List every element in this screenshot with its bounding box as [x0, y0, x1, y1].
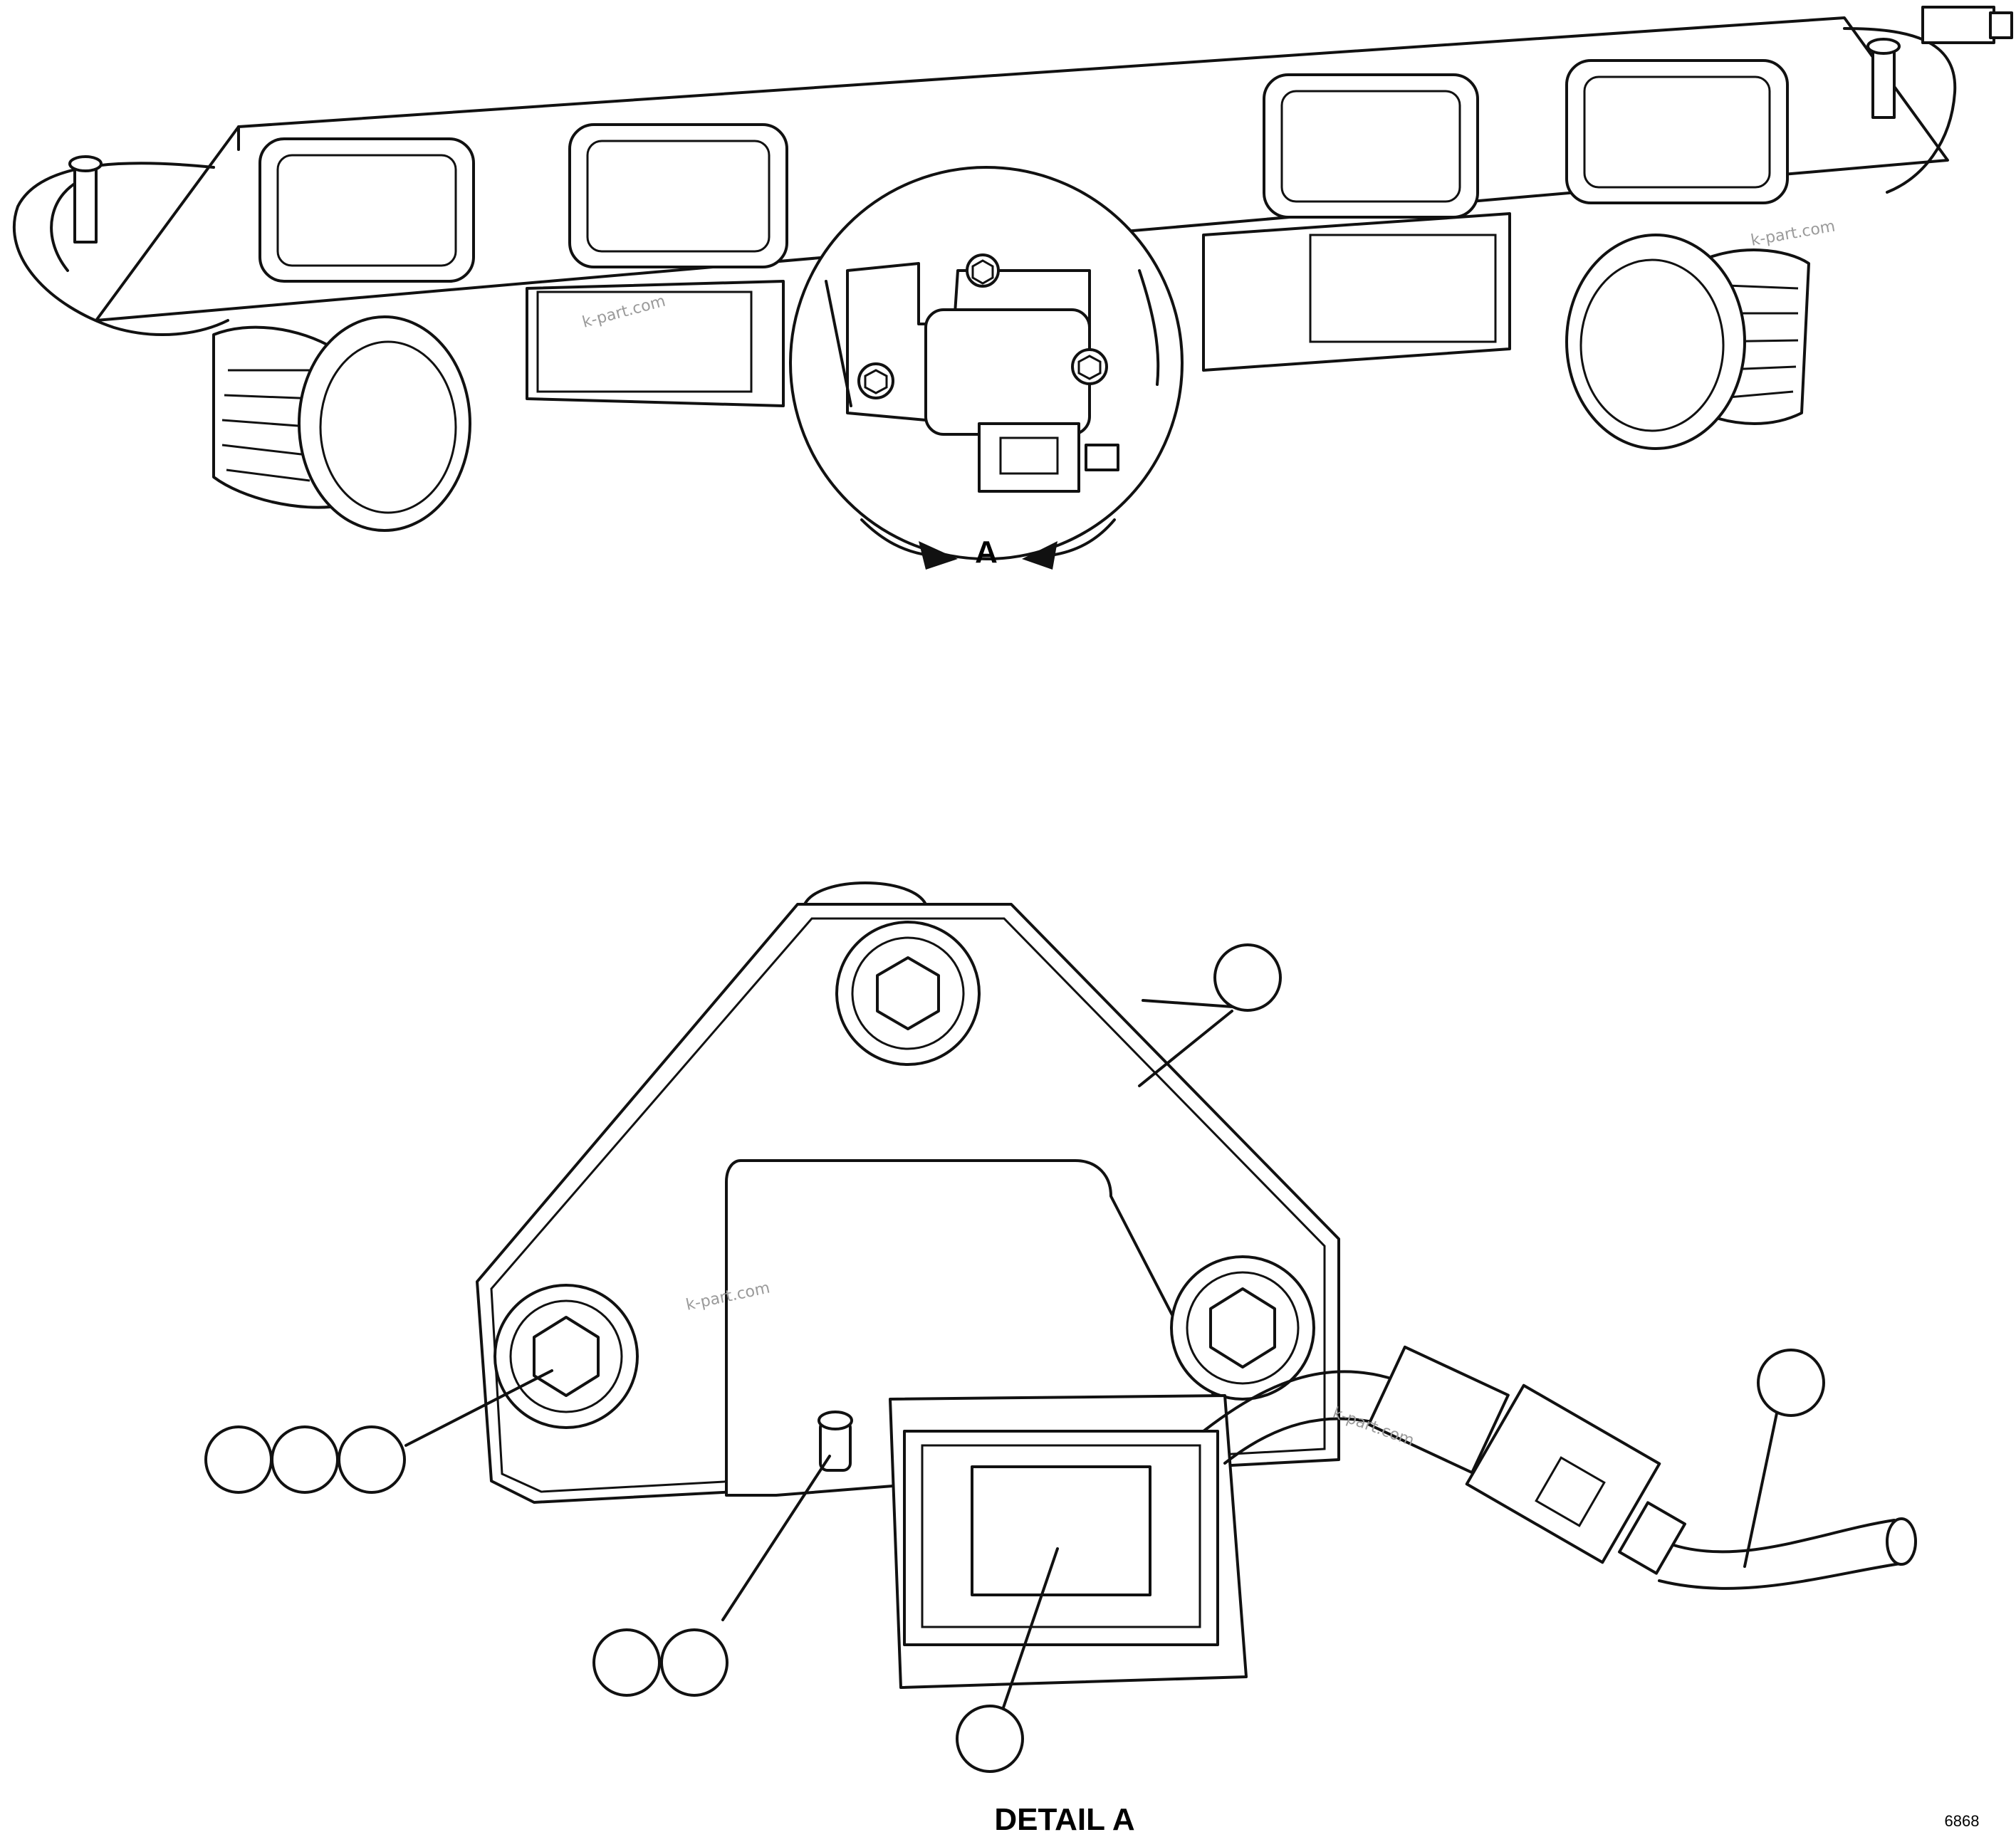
- callout-bubble: [592, 1628, 661, 1697]
- callout-bubble: [956, 1705, 1024, 1773]
- proximity-sensor: [889, 1394, 1248, 1689]
- drawing-number: 6868: [1945, 1812, 1980, 1830]
- callout-bubble: [204, 1425, 273, 1494]
- leader-lines: [404, 999, 1778, 1717]
- callout-bubbles: [204, 943, 1825, 1773]
- callout-bubble: [338, 1425, 406, 1494]
- watermark: k-part.com: [1750, 217, 1837, 249]
- work-lamp-left: [212, 315, 471, 532]
- callout-bubble: [271, 1425, 339, 1494]
- callout-bubble: [660, 1628, 728, 1697]
- detail-circle-a: [789, 166, 1184, 560]
- detail-title: DETAIL A: [994, 1802, 1134, 1837]
- callout-bubble: [1757, 1349, 1825, 1417]
- sensor-cable: [1202, 1345, 1917, 1590]
- callout-bubble: [1213, 943, 1282, 1012]
- light-bar-assembly: [95, 16, 1949, 407]
- view-arrows: [860, 518, 1116, 570]
- wire-harness-left: [12, 162, 229, 337]
- mounting-bracket: [476, 881, 1340, 1504]
- wire-harness-right: [1843, 27, 1957, 194]
- work-lamp-right: [1565, 234, 1810, 450]
- view-label: A: [975, 535, 998, 570]
